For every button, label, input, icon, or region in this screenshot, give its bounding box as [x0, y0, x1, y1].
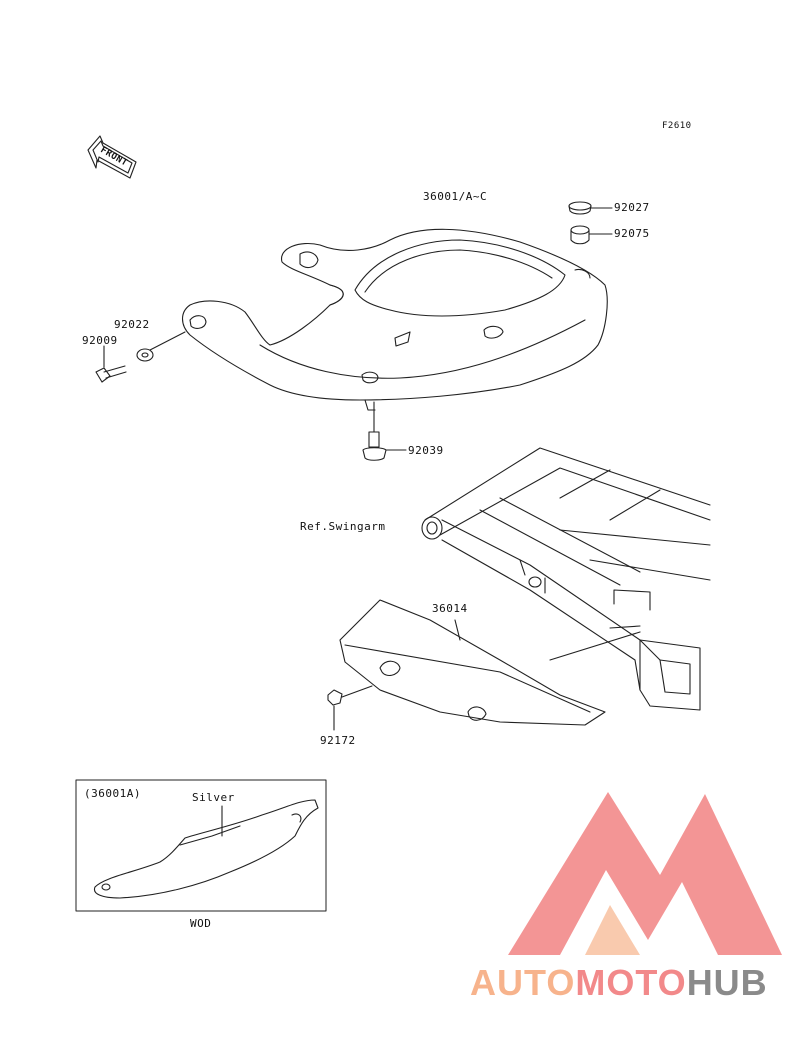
bolt-92172-part [327, 685, 373, 731]
label-ref-swingarm: Ref.Swingarm [300, 520, 386, 533]
label-cap: 92027 [614, 201, 650, 214]
label-bolt-bottom: 92039 [408, 444, 444, 457]
inset-caption: WOD [190, 917, 212, 930]
label-chain-cover: 36014 [432, 602, 468, 615]
label-washer: 92022 [114, 318, 150, 331]
cap-92027-part [568, 201, 613, 215]
inset-frame [75, 779, 327, 912]
grommet-92075-part [570, 225, 613, 245]
watermark-logo-icon [508, 792, 782, 955]
label-bolt-side: 92009 [82, 334, 118, 347]
inset-color-note: Silver [192, 791, 235, 804]
inset-title: (36001A) [84, 787, 141, 800]
watermark-part2: MOTO [575, 962, 687, 1003]
watermark-brand: AUTOMOTOHUB [470, 962, 768, 1004]
front-arrow-icon [87, 135, 137, 179]
inset-tail-cover-part [93, 799, 319, 899]
label-bolt-chain: 92172 [320, 734, 356, 747]
chain-cover-36014-part [339, 599, 606, 726]
swingarm-reference-part [421, 447, 711, 711]
washer-92022-part [136, 331, 186, 362]
label-grommet: 92075 [614, 227, 650, 240]
bolt-92039-part [362, 401, 407, 461]
watermark-part3: HUB [686, 962, 768, 1003]
tail-cover-part [181, 228, 608, 411]
bolt-92009-part [95, 345, 127, 383]
label-cover-assy: 36001/A~C [423, 190, 488, 203]
watermark-part1: AUTO [470, 962, 576, 1003]
figure-code: F2610 [662, 121, 692, 131]
